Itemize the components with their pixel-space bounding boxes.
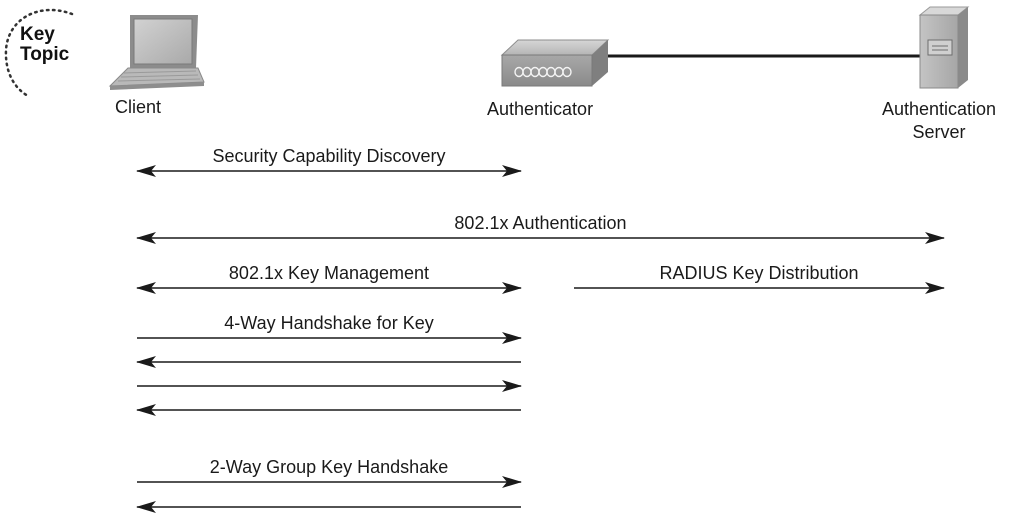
key-topic-line1: Key [20, 24, 55, 45]
server-label-line1: Authentication [881, 99, 997, 119]
authenticator-label: Authenticator [487, 99, 594, 119]
server-icon [918, 6, 970, 89]
key-topic-badge: Key Topic [0, 0, 95, 100]
label-dot1x-key-management: 802.1x Key Management [228, 263, 430, 283]
label-security-discovery: Security Capability Discovery [212, 146, 446, 166]
server-label-line2: Server [912, 122, 966, 142]
key-topic-dots-icon [4, 8, 74, 98]
key-topic-line2: Topic [20, 44, 70, 65]
label-4way-handshake: 4-Way Handshake for Key [224, 313, 434, 333]
label-2way-group-key: 2-Way Group Key Handshake [209, 457, 449, 477]
laptop-icon [108, 15, 205, 90]
label-dot1x-authentication: 802.1x Authentication [454, 213, 627, 233]
access-point-icon [500, 39, 610, 87]
client-label: Client [115, 97, 162, 117]
label-radius-key-distribution: RADIUS Key Distribution [659, 263, 859, 283]
